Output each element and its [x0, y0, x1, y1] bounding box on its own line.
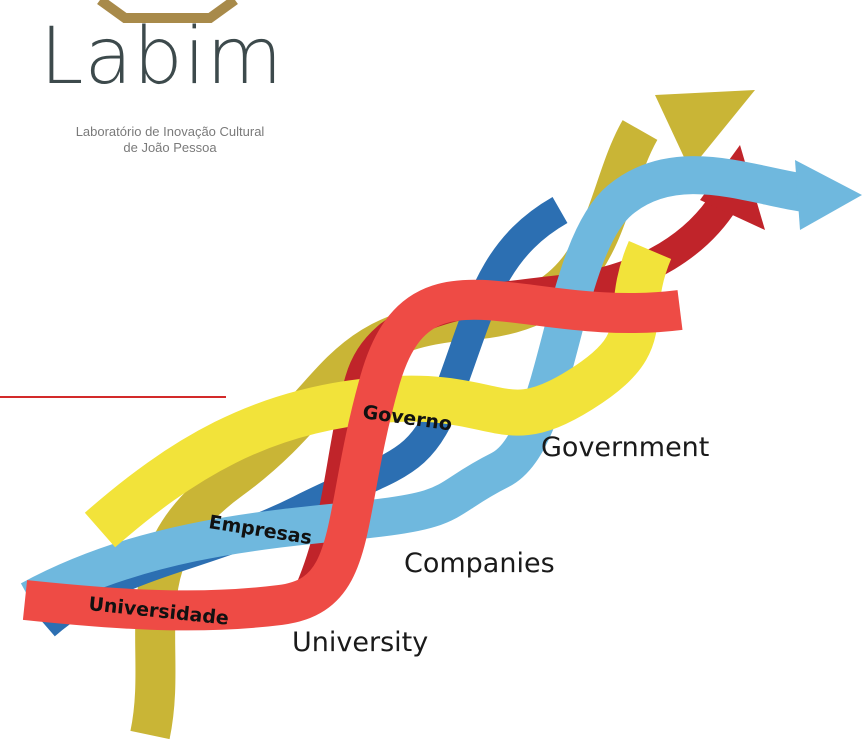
logo-wordmark: Labim [40, 12, 284, 102]
label-university: University [292, 627, 429, 658]
label-companies: Companies [404, 548, 555, 579]
strand-governo [84, 240, 672, 548]
blue-arrow-head [795, 160, 862, 230]
logo-subtitle: Laboratório de Inovação Cultural de João… [40, 124, 300, 156]
strand-universidade [22, 279, 683, 631]
label-government: Government [541, 432, 710, 463]
strand-empresas [20, 156, 822, 617]
logo-subtitle-line2: de João Pessoa [123, 140, 217, 155]
logo-chevron-icon [97, 0, 238, 23]
logo-subtitle-line1: Laboratório de Inovação Cultural [75, 124, 265, 139]
red-divider-line [0, 396, 226, 398]
gold-arrow-head [655, 90, 755, 170]
